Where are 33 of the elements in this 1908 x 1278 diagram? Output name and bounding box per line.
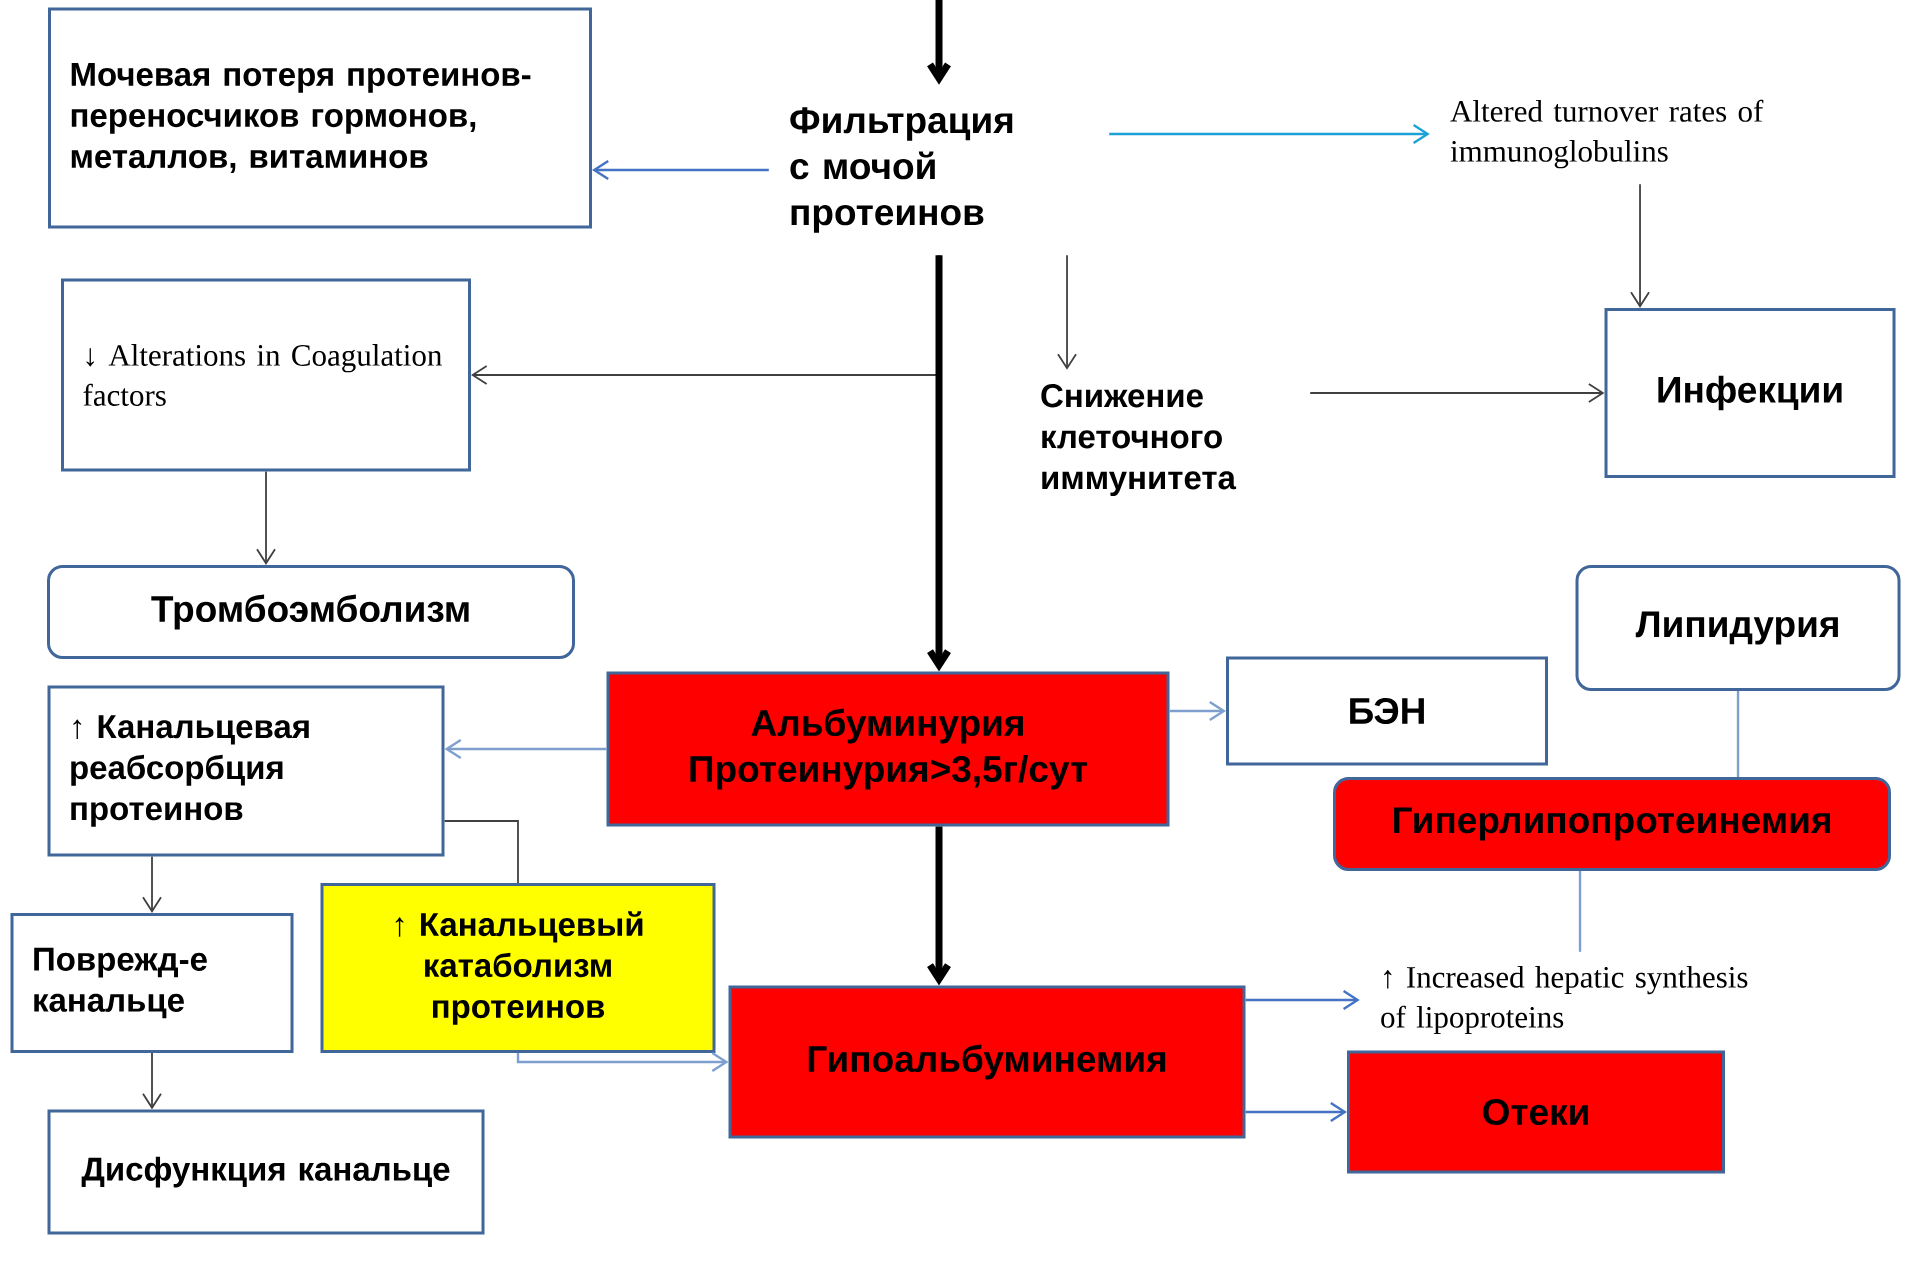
flow-text: ↑ Increased hepatic synthesis of lipoproteins [1381,965,1748,1035]
arrow [516,1052,729,1073]
arrow [927,0,951,85]
arrow [1630,183,1650,308]
process-box: Альбуминурия Протеинурия>3,5г/сут [606,671,1170,827]
arrow [1309,383,1605,403]
arrow [444,739,607,760]
process-box: ↑ Канальцевая реабсорбция протеинов [47,685,445,857]
process-box: Инфекции [1604,308,1896,478]
process-box: Гиперлипопротеинемия [1333,777,1891,871]
flow-text: Altered turnover rates of immunoglobulins [1450,99,1764,169]
arrow [142,855,162,913]
process-box: Дисфункция канальце [47,1109,485,1235]
arrow [1169,701,1226,721]
arrow [1057,254,1077,370]
process-box: Гипоальбуминемия [728,985,1246,1139]
arrow [1245,990,1360,1011]
process-box: ↓ Alterations in Coagulation factors [61,278,471,472]
arrow [927,826,951,986]
arrow [592,160,769,181]
arrow [142,1052,162,1110]
arrow [256,470,276,565]
process-box: БЭН [1226,656,1548,766]
process-box: Тромбоэмболизм [47,565,575,659]
process-box: Отеки [1347,1050,1725,1174]
process-box: Мочевая потеря протеинов-переносчиков гормонов, металлов, витаминов [48,7,592,229]
process-box: ↑ Канальцевый катаболизм протеинов [320,883,716,1053]
process-box: Поврежд-е канальце [10,913,294,1053]
process-box: Липидурия [1575,565,1901,691]
arrow [1245,1102,1347,1123]
flow-text: Снижение клеточного иммунитета [1041,384,1237,496]
arrow [1109,124,1430,144]
flow-text: Фильтрация с мочой протеинов [790,107,1013,233]
